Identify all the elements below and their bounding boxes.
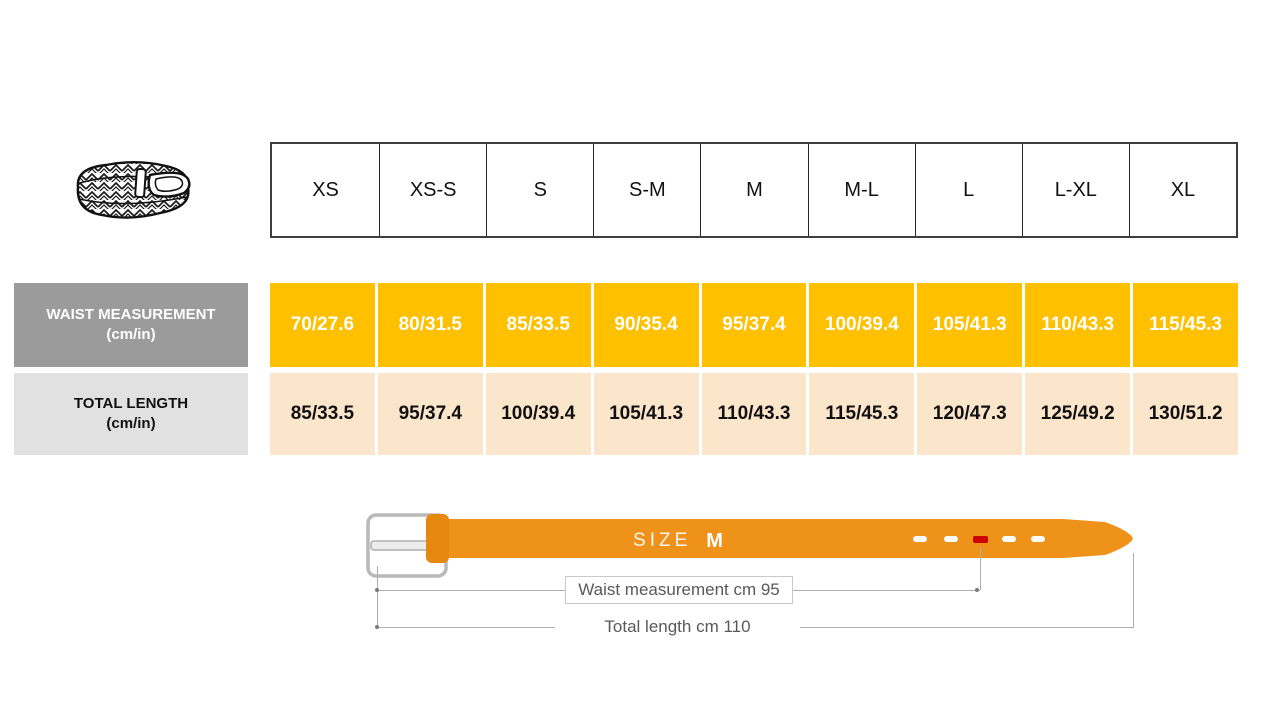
belt-hole	[1031, 536, 1045, 542]
size-header-cell: L-XL	[1021, 144, 1129, 236]
size-header-cell: XL	[1128, 144, 1236, 236]
size-header-cell: M-L	[807, 144, 915, 236]
total-length-row: 85/33.5 95/37.4 100/39.4 105/41.3 110/43…	[270, 373, 1238, 455]
size-header-cell: S	[486, 144, 593, 236]
size-word: SIZE	[633, 530, 692, 551]
buckle-guide-line	[377, 566, 378, 628]
row-label-text: WAIST MEASUREMENT	[46, 305, 216, 323]
total-value-cell: 95/37.4	[377, 373, 483, 455]
belt-hole-marked	[973, 536, 988, 543]
row-label-text: TOTAL LENGTH	[73, 394, 189, 412]
tip-guide-line	[1133, 553, 1134, 628]
line-end-dot	[375, 588, 379, 592]
waist-value-cell: 90/35.4	[593, 283, 699, 367]
total-value-cell: 115/45.3	[809, 373, 915, 455]
belt-diagram	[366, 513, 1133, 578]
size-header-cell: M	[700, 144, 807, 236]
total-value-cell: 85/33.5	[270, 373, 375, 455]
belt-tip	[1063, 519, 1133, 558]
size-value: M	[706, 529, 723, 552]
total-length-label: TOTAL LENGTH (cm/in)	[14, 373, 248, 455]
total-value-cell: 105/41.3	[593, 373, 699, 455]
size-header-cell: XS-S	[379, 144, 486, 236]
waist-measurement-label: WAIST MEASUREMENT (cm/in)	[14, 283, 248, 367]
braided-belt-icon	[76, 161, 191, 219]
total-caption: Total length cm 110	[555, 614, 800, 640]
waist-value-cell: 100/39.4	[809, 283, 915, 367]
waist-value-cell: 70/27.6	[270, 283, 375, 367]
waist-value-cell: 85/33.5	[485, 283, 591, 367]
waist-value-cell: 115/45.3	[1133, 283, 1238, 367]
belt-size-text: SIZE M	[578, 527, 778, 555]
belt-hole	[913, 536, 927, 542]
belt-hole	[1002, 536, 1016, 542]
waist-measurement-row: 70/27.6 80/31.5 85/33.5 90/35.4 95/37.4 …	[270, 283, 1238, 367]
belt-keeper	[426, 514, 449, 563]
hole-guide-line	[980, 547, 981, 590]
row-label-unit: (cm/in)	[106, 415, 156, 432]
total-value-cell: 110/43.3	[701, 373, 807, 455]
waist-caption-box: Waist measurement cm 95	[565, 576, 793, 604]
line-end-dot	[975, 588, 979, 592]
size-header-cell: XS	[312, 178, 339, 201]
total-value-cell: 125/49.2	[1025, 373, 1131, 455]
belt-hole	[944, 536, 958, 542]
waist-value-cell: 110/43.3	[1025, 283, 1131, 367]
waist-value-cell: 105/41.3	[917, 283, 1023, 367]
waist-value-cell: 80/31.5	[377, 283, 483, 367]
line-end-dot	[375, 625, 379, 629]
total-value-cell: 120/47.3	[917, 373, 1023, 455]
size-header-cell: S-M	[593, 144, 700, 236]
waist-value-cell: 95/37.4	[701, 283, 807, 367]
total-value-cell: 100/39.4	[485, 373, 591, 455]
belt-strap	[440, 519, 1065, 558]
size-header-row: XS XS-S S S-M M M-L L L-XL XL	[270, 142, 1238, 238]
row-label-unit: (cm/in)	[106, 326, 156, 343]
total-value-cell: 130/51.2	[1133, 373, 1238, 455]
size-header-cell: L	[914, 144, 1022, 236]
